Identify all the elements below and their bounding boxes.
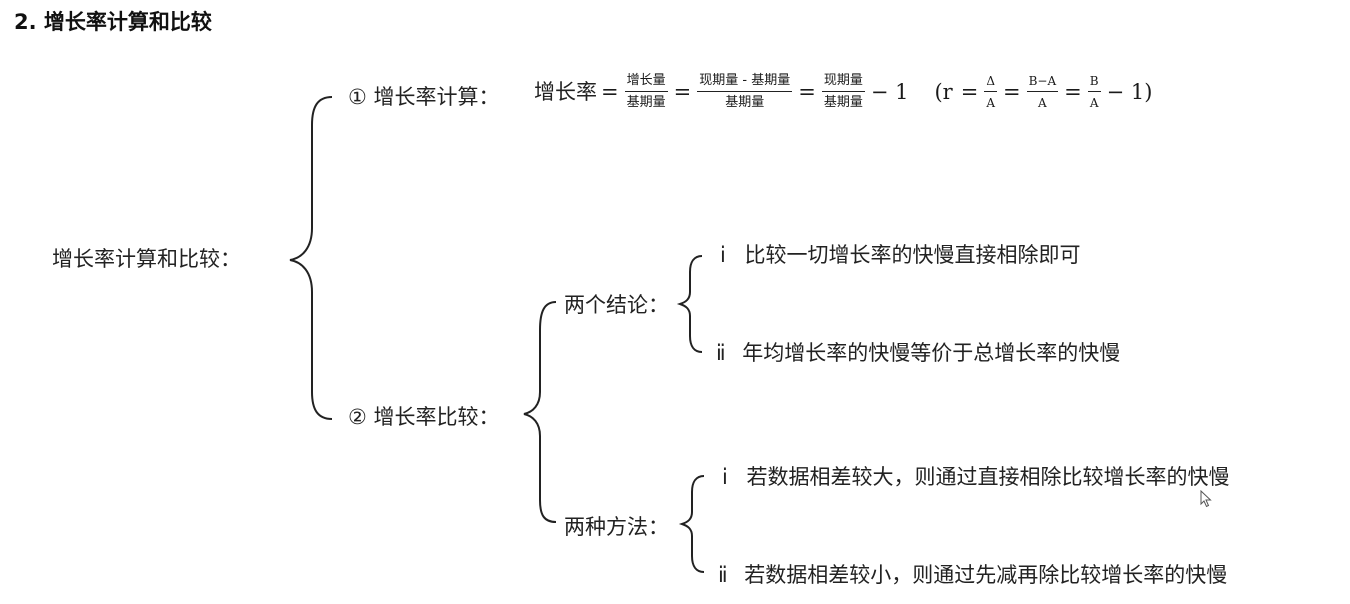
root-label: 增长率计算和比较： <box>52 247 241 271</box>
section-title: 2. 增长率计算和比较 <box>14 10 212 34</box>
mouse-cursor-icon <box>1200 490 1212 508</box>
fraction-growth-over-base: 增长量 基期量 <box>624 73 668 110</box>
conclusions-label: 两个结论： <box>564 293 669 317</box>
growth-rate-formula: 增长率 = 增长量 基期量 = 现期量 - 基期量 基期量 = 现期量 基期量 … <box>534 73 1153 110</box>
method-item-2: ⅱ 若数据相差较小，则通过先减再除比较增长率的快慢 <box>718 562 1227 588</box>
conclusion-item-2: ⅱ 年均增长率的快慢等价于总增长率的快慢 <box>716 340 1120 366</box>
methods-brace <box>678 475 705 573</box>
fraction-b-minus-a-over-a: B−A A <box>1026 74 1059 110</box>
fraction-diff-over-base: 现期量 - 基期量 基期量 <box>697 73 793 110</box>
conclusions-brace <box>676 255 703 353</box>
formula-lhs: 增长率 <box>534 80 597 104</box>
formula-paren-close: − 1) <box>1106 80 1153 104</box>
method-text-2: 若数据相差较小，则通过先减再除比较增长率的快慢 <box>744 563 1228 587</box>
branch-calc-label: ① 增长率计算： <box>348 85 500 109</box>
formula-paren-open: (r <box>934 80 953 104</box>
method-marker-2: ⅱ <box>718 563 728 587</box>
method-item-1: ⅰ 若数据相差较大，则通过直接相除比较增长率的快慢 <box>722 464 1230 490</box>
method-marker-1: ⅰ <box>722 465 728 489</box>
conclusion-text-2: 年均增长率的快慢等价于总增长率的快慢 <box>742 341 1121 365</box>
conclusion-marker-2: ⅱ <box>716 341 726 365</box>
fraction-b-over-a: B A <box>1087 74 1101 110</box>
conclusion-text-1: 比较一切增长率的快慢直接相除即可 <box>744 243 1081 267</box>
conclusion-marker-1: ⅰ <box>720 243 726 267</box>
main-brace <box>289 96 333 420</box>
fraction-delta-over-a: Δ A <box>984 74 997 110</box>
fraction-current-over-base: 现期量 基期量 <box>821 73 865 110</box>
formula-minus-one: − 1 <box>870 80 909 104</box>
compare-brace <box>523 301 557 523</box>
formula-eq: = <box>601 80 619 104</box>
conclusion-item-1: ⅰ 比较一切增长率的快慢直接相除即可 <box>720 242 1081 268</box>
methods-label: 两种方法： <box>564 515 669 539</box>
method-text-1: 若数据相差较大，则通过直接相除比较增长率的快慢 <box>746 465 1230 489</box>
branch-compare-label: ② 增长率比较： <box>348 405 500 429</box>
